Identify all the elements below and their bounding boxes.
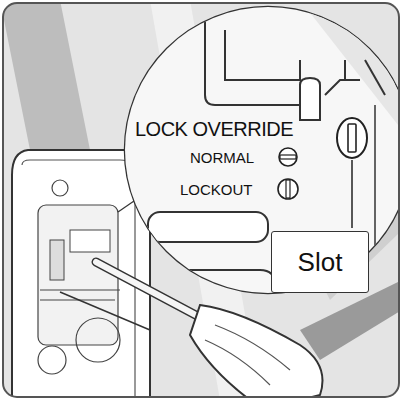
mode-label: NORMAL [190,150,254,165]
panel-label: LOCK OVERRIDE [135,119,293,139]
mode-label: LOCKOUT [180,182,253,197]
callout-box: Slot [271,231,369,293]
callout-label: Slot [298,247,343,278]
